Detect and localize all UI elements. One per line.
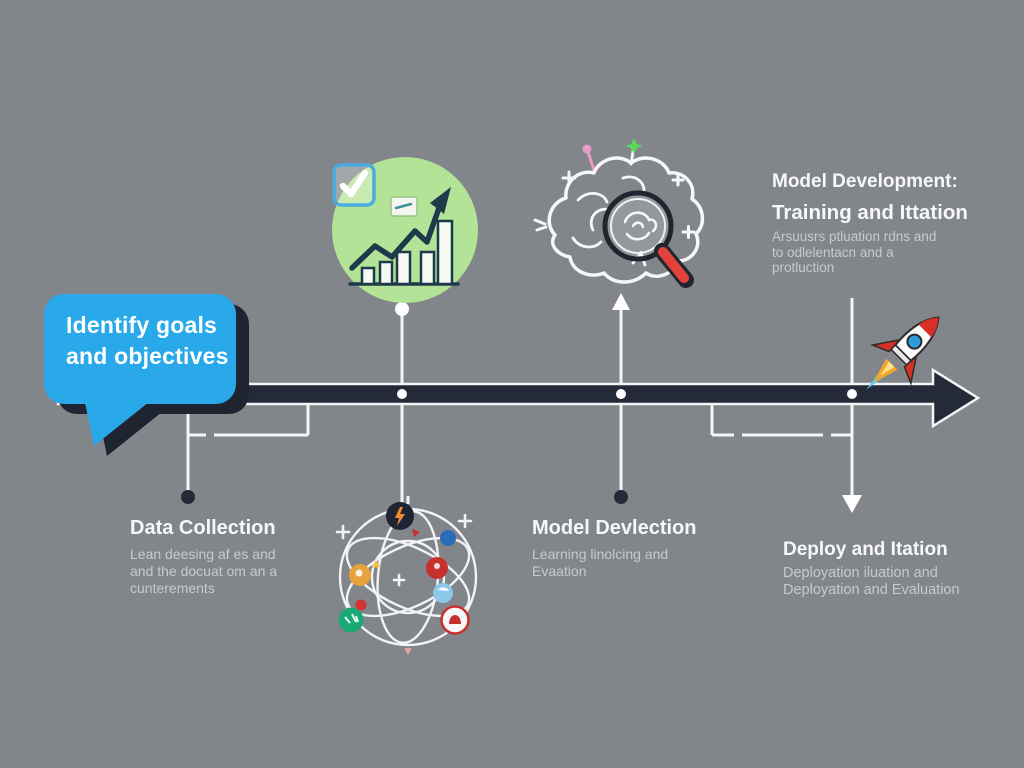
stage-data-collection: Data Collection Lean deesing af es and a…	[130, 517, 335, 597]
milestone-dot	[397, 389, 407, 399]
bubble-line2: and objectives	[66, 343, 229, 369]
brain-magnifier-icon	[533, 138, 705, 288]
network-nodes	[338, 502, 470, 655]
stage-title: Model Devlection	[532, 517, 697, 539]
stage-deploy: Deploy and Itation Deployation iluation …	[783, 539, 1018, 599]
bubble-line1: Identify goals	[66, 312, 218, 338]
mini-document-icon	[390, 196, 418, 217]
stage-description: Lean deesing af es and and the docuat om…	[130, 546, 278, 596]
connector-dot-bottom	[614, 490, 628, 504]
lens-brain-detail	[623, 211, 658, 241]
connector-lines	[186, 298, 854, 503]
pin-icons	[582, 138, 643, 172]
network-globe-icon	[335, 496, 478, 655]
rocket-icon	[866, 316, 940, 390]
milestone-dot	[616, 389, 626, 399]
stage-description: Arsuusrs ptluation rdns and to odlelenta…	[772, 229, 937, 275]
connector-dot-top	[395, 302, 409, 316]
stage-description: Deployation iluation and Deployation and…	[783, 565, 960, 598]
sparkle-marks	[335, 513, 473, 587]
stage-subtitle: Training and Ittation	[772, 201, 968, 224]
stage-model-development: Model Development: Training and Ittation…	[772, 171, 987, 276]
up-arrowhead-icon	[612, 293, 630, 310]
stage-title: Model Development:	[772, 171, 958, 192]
bubble-label: Identify goals and objectives	[66, 310, 236, 372]
stage-model-selection: Model Devlection Learning linolcing and …	[532, 517, 742, 580]
checkmark-checkbox-icon	[332, 163, 376, 207]
stage-title: Deploy and Itation	[783, 539, 948, 560]
speech-bubble	[44, 294, 249, 456]
connector-dot-bottom	[181, 490, 195, 504]
stage-title: Data Collection	[130, 517, 276, 539]
stage-description: Learning linolcing and Evaation	[532, 546, 669, 579]
growth-bar-chart-icon	[332, 157, 478, 303]
brain-outline	[547, 156, 705, 284]
down-arrowhead-icon	[842, 495, 862, 513]
milestone-dot	[847, 389, 857, 399]
